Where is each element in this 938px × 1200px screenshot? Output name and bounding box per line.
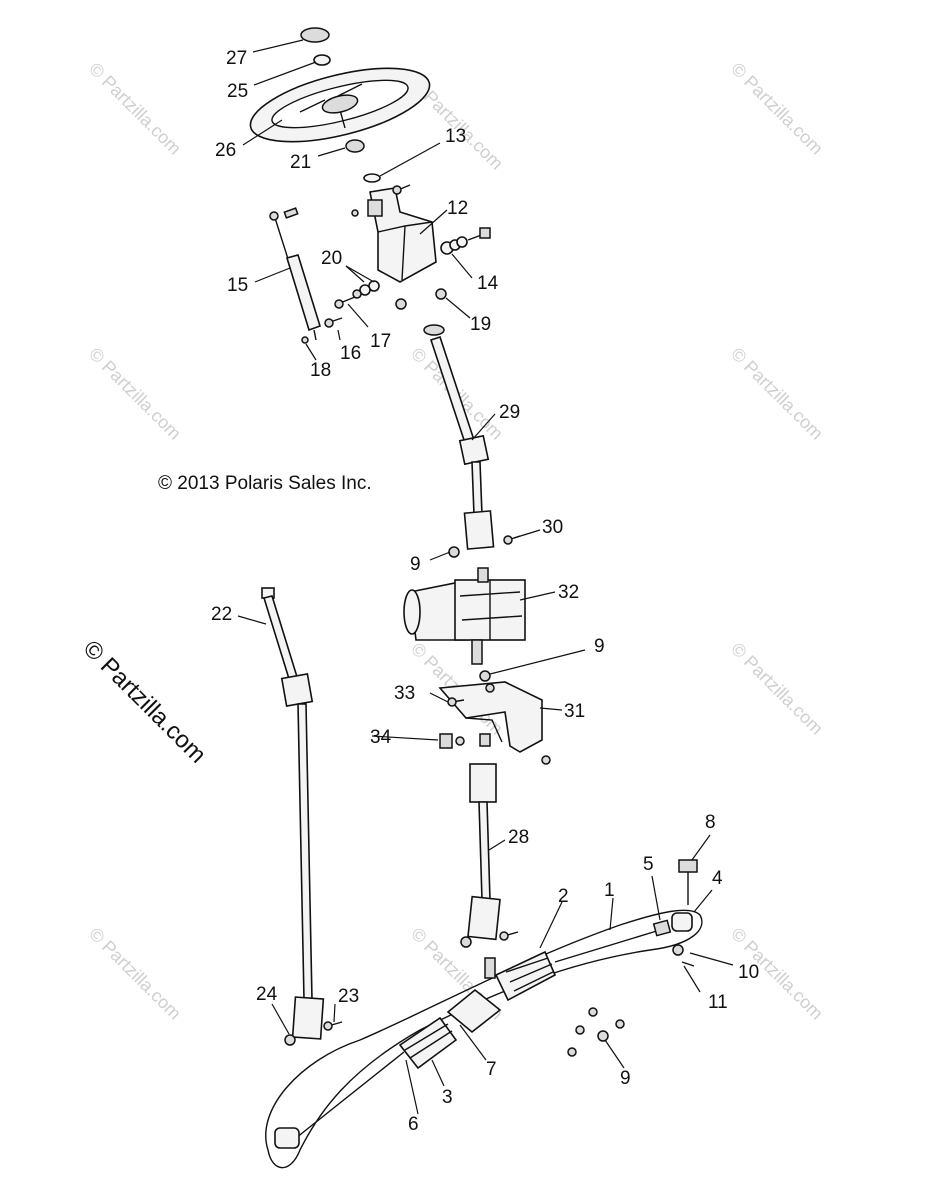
mounting-bracket	[438, 681, 543, 753]
watermark: © Partzilla.com	[727, 639, 827, 739]
nut	[448, 546, 460, 558]
callout-13: 13	[445, 126, 466, 147]
washer	[359, 284, 371, 296]
copyright-notice: © 2013 Polaris Sales Inc.	[158, 473, 372, 494]
watermark: © Partzilla.com	[85, 344, 185, 444]
eps-unit	[403, 567, 526, 665]
nut	[460, 936, 472, 948]
callout-6: 6	[408, 1114, 419, 1135]
steering-wheel	[249, 67, 431, 143]
lower-shaft	[261, 587, 325, 1040]
bolt-head	[323, 1021, 333, 1031]
callout-20: 20	[321, 248, 342, 269]
washer	[363, 173, 381, 183]
callout-17: 17	[370, 331, 391, 352]
clip	[479, 733, 491, 747]
callout-18: 18	[310, 360, 331, 381]
watermark: © Partzilla.com	[85, 59, 185, 159]
callout-1: 1	[604, 880, 615, 901]
bolt-head	[499, 931, 509, 941]
nut	[588, 1007, 598, 1017]
callout-29: 29	[499, 402, 520, 423]
bolt-head	[334, 299, 344, 309]
tilt-bracket	[367, 187, 437, 283]
stud	[439, 733, 453, 749]
callout-9: 9	[620, 1068, 631, 1089]
callout-9: 9	[410, 554, 421, 575]
callout-7: 7	[486, 1059, 497, 1080]
upper-steering-shaft	[423, 324, 495, 550]
callout-5: 5	[643, 854, 654, 875]
bolt-head	[541, 755, 551, 765]
bolt-head	[503, 535, 513, 545]
nut	[575, 1025, 585, 1035]
intermediate-shaft	[467, 763, 501, 941]
callout-12: 12	[447, 198, 468, 219]
nut	[479, 670, 491, 682]
washer	[456, 236, 468, 248]
bolt-head	[447, 697, 457, 707]
nut	[567, 1047, 577, 1057]
watermark: © Partzilla.com	[85, 924, 185, 1024]
watermark: © Partzilla.com	[727, 344, 827, 444]
callout-32: 32	[558, 582, 579, 603]
nut	[284, 1034, 296, 1046]
callout-21: 21	[290, 152, 311, 173]
steering-rack	[265, 859, 703, 1169]
nut	[455, 736, 465, 746]
nut	[351, 209, 359, 217]
callout-23: 23	[338, 986, 359, 1007]
watermark: © Partzilla.com	[727, 59, 827, 159]
callout-34: 34	[370, 727, 392, 748]
partzilla-watermark: © Partzilla.com	[78, 635, 211, 768]
hub-insert	[313, 54, 331, 66]
callout-19: 19	[470, 314, 491, 335]
callout-28: 28	[508, 827, 529, 848]
callout-22: 22	[211, 604, 232, 625]
pin	[301, 336, 309, 344]
callout-30: 30	[542, 517, 563, 538]
castle-nut	[672, 944, 684, 956]
callout-3: 3	[442, 1087, 453, 1108]
callout-16: 16	[340, 343, 361, 364]
callout-31: 31	[564, 701, 585, 722]
callout-2: 2	[558, 886, 569, 907]
hub-nut	[345, 139, 365, 153]
nut	[597, 1030, 609, 1042]
bolt	[392, 185, 402, 195]
callout-14: 14	[477, 273, 499, 294]
callout-25: 25	[227, 81, 248, 102]
callouts: 27 25 26 21 13 12 14 15 20 17 16 18 19 2…	[211, 48, 759, 1135]
nut	[395, 298, 407, 310]
callout-24: 24	[256, 984, 278, 1005]
callout-10: 10	[738, 962, 759, 983]
bolt-head	[324, 318, 334, 328]
cotter-pin	[681, 961, 695, 967]
callout-9: 9	[594, 636, 605, 657]
callout-33: 33	[394, 683, 415, 704]
washer	[352, 289, 362, 299]
callout-27: 27	[226, 48, 247, 69]
bolt-head	[479, 227, 491, 239]
callout-8: 8	[705, 812, 716, 833]
callout-15: 15	[227, 275, 248, 296]
nut	[435, 288, 447, 300]
callout-4: 4	[712, 868, 723, 889]
nut	[615, 1019, 625, 1029]
gas-strut	[269, 207, 321, 341]
leader-lines	[237, 39, 734, 1115]
steering-cap	[300, 27, 330, 43]
callout-26: 26	[215, 140, 236, 161]
callout-11: 11	[708, 992, 728, 1013]
